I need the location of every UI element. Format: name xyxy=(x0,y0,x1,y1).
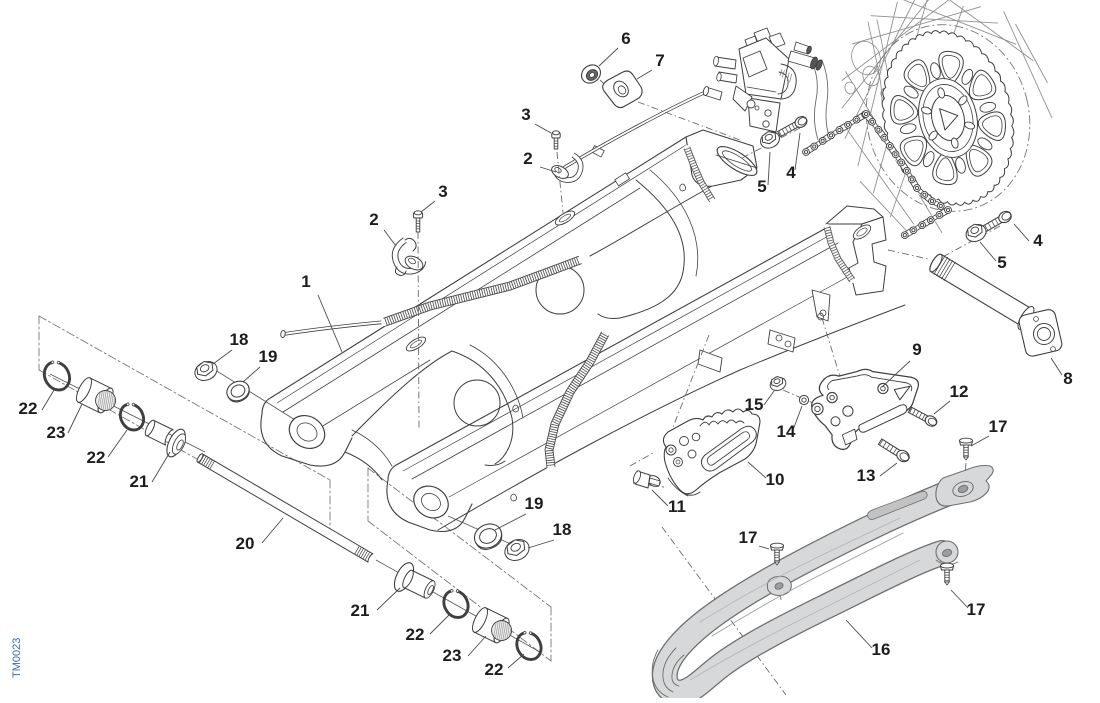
svg-text:9: 9 xyxy=(912,340,921,359)
svg-text:23: 23 xyxy=(443,646,462,665)
svg-text:22: 22 xyxy=(87,448,106,467)
svg-text:22: 22 xyxy=(19,399,38,418)
svg-text:7: 7 xyxy=(655,51,664,70)
svg-text:15: 15 xyxy=(745,395,764,414)
svg-text:16: 16 xyxy=(872,640,891,659)
svg-text:3: 3 xyxy=(438,182,447,201)
svg-text:21: 21 xyxy=(130,472,149,491)
svg-text:22: 22 xyxy=(406,625,425,644)
svg-text:19: 19 xyxy=(259,347,278,366)
svg-text:2: 2 xyxy=(523,149,532,168)
svg-text:19: 19 xyxy=(525,494,544,513)
svg-text:6: 6 xyxy=(621,29,630,48)
svg-text:11: 11 xyxy=(668,497,686,516)
svg-text:1: 1 xyxy=(301,272,310,291)
svg-text:18: 18 xyxy=(230,330,249,349)
svg-text:20: 20 xyxy=(236,534,255,553)
svg-text:12: 12 xyxy=(950,382,969,401)
svg-text:17: 17 xyxy=(967,600,986,619)
svg-text:10: 10 xyxy=(766,470,785,489)
svg-text:22: 22 xyxy=(485,660,504,679)
svg-text:TM0023: TM0023 xyxy=(11,638,23,678)
svg-text:13: 13 xyxy=(857,466,876,485)
svg-text:4: 4 xyxy=(786,163,796,182)
svg-text:2: 2 xyxy=(369,210,378,229)
svg-text:5: 5 xyxy=(757,177,766,196)
svg-text:21: 21 xyxy=(351,601,370,620)
svg-text:4: 4 xyxy=(1033,231,1043,250)
svg-text:14: 14 xyxy=(777,422,796,441)
svg-text:5: 5 xyxy=(997,253,1006,272)
svg-text:23: 23 xyxy=(47,423,66,442)
svg-text:8: 8 xyxy=(1063,369,1072,388)
svg-text:18: 18 xyxy=(553,520,572,539)
svg-text:3: 3 xyxy=(521,105,530,124)
svg-text:17: 17 xyxy=(739,528,758,547)
svg-text:17: 17 xyxy=(989,417,1008,436)
